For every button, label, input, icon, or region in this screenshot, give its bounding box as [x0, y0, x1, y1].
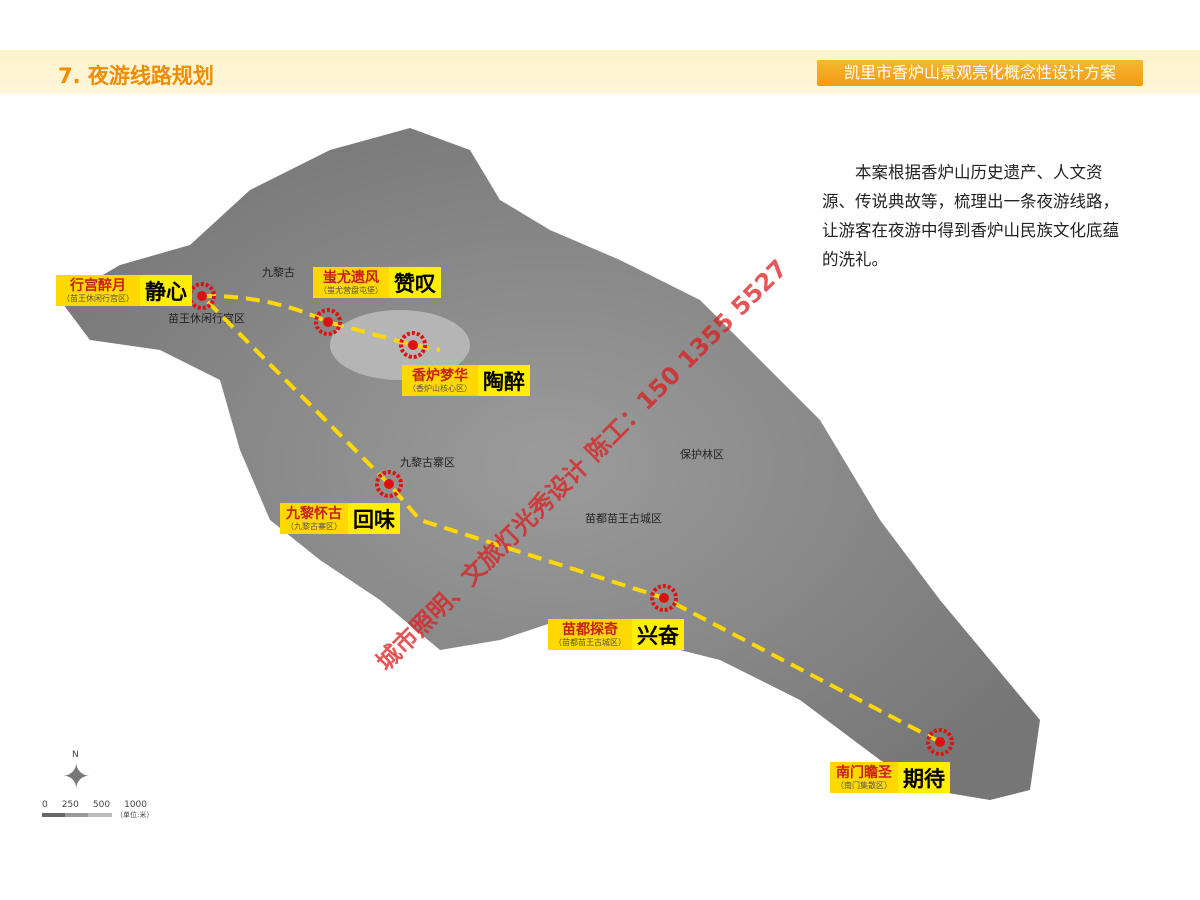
stop-sub: （苗都苗王古城区） [554, 637, 626, 647]
stop-label-3: 香炉梦华（香炉山核心区） 陶醉 [402, 365, 530, 396]
compass-scale: N ✦ 0 250 500 1000 （单位:米） [42, 750, 153, 820]
node-2 [314, 308, 342, 336]
node-4 [375, 470, 403, 498]
stop-mood: 陶醉 [478, 365, 530, 396]
night-route [200, 293, 941, 744]
stop-name: 九黎怀古 [286, 505, 342, 522]
terrain-area [60, 128, 1040, 800]
stop-mood: 兴奋 [632, 619, 684, 650]
stop-name: 行宫醉月 [70, 277, 126, 294]
stop-sub: （苗王休闲行宫区） [62, 293, 134, 303]
north-label: N [72, 750, 79, 760]
stop-sub: （南门集散区） [836, 780, 892, 790]
scale-tick: 0 [42, 800, 48, 810]
stop-mood: 回味 [348, 503, 400, 534]
route-nodes [188, 282, 954, 756]
stop-label-6: 南门瞻圣（南门集散区） 期待 [830, 762, 950, 793]
stop-name: 南门瞻圣 [836, 764, 892, 781]
stop-label-1: 行宫醉月（苗王休闲行宫区） 静心 [56, 275, 192, 306]
stop-label-2: 蚩尤遗风（蚩尤营盘屯堡） 赞叹 [313, 267, 441, 298]
page-title: 7. 夜游线路规划 [58, 64, 214, 88]
stop-mood: 静心 [140, 275, 192, 306]
map-label: 九黎古 [262, 265, 295, 279]
stop-name: 香炉梦华 [412, 367, 468, 384]
stop-name: 蚩尤遗风 [323, 269, 379, 286]
compass-rose-icon: ✦ [62, 757, 91, 797]
stop-sub: （香炉山核心区） [408, 383, 472, 393]
scale-bar [42, 813, 112, 817]
map-label: 苗都苗王古城区 [585, 512, 662, 525]
node-6 [926, 728, 954, 756]
node-5 [650, 584, 678, 612]
stop-sub: （蚩尤营盘屯堡） [319, 285, 383, 295]
scale-unit: （单位:米） [116, 811, 154, 819]
description: 本案根据香炉山历史遗产、人文资源、传说典故等，梳理出一条夜游线路，让游客在夜游中… [822, 163, 1119, 269]
scale-tick: 250 [61, 800, 79, 810]
stop-mood: 赞叹 [389, 267, 441, 298]
stop-mood: 期待 [898, 762, 950, 793]
map-label: 九黎古寨区 [400, 455, 455, 469]
stop-label-5: 苗都探奇（苗都苗王古城区） 兴奋 [548, 619, 684, 650]
node-3 [399, 331, 427, 359]
project-title: 凯里市香炉山景观亮化概念性设计方案 [817, 60, 1143, 86]
map-label: 保护林区 [680, 447, 724, 461]
stop-name: 苗都探奇 [562, 621, 618, 638]
map-label: 苗王休闲行宫区 [168, 311, 245, 325]
stop-label-4: 九黎怀古（九黎古寨区） 回味 [280, 503, 400, 534]
scale-tick: 500 [92, 800, 111, 810]
scale-tick: 1000 [124, 800, 148, 810]
stop-sub: （九黎古寨区） [286, 521, 342, 531]
